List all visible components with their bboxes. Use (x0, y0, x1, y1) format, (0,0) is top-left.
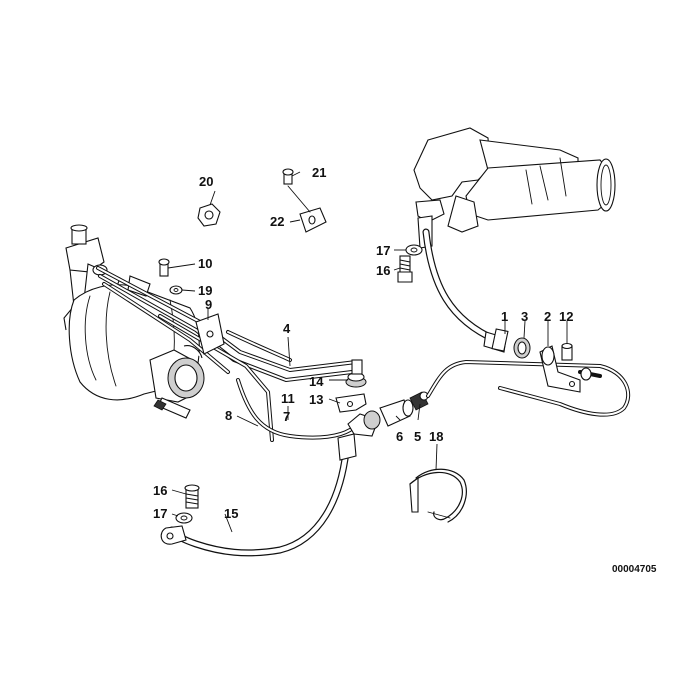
pipe-loop (426, 360, 630, 417)
callout-17-lower: 17 (153, 506, 167, 521)
bracket-2 (539, 345, 581, 393)
cable-tie-18 (409, 468, 467, 523)
washer-17-lower (175, 512, 193, 524)
callout-9: 9 (205, 297, 212, 312)
fitting-5 (409, 391, 429, 411)
banjo-bolt-16-lower (184, 484, 200, 509)
callout-17-upper: 17 (376, 243, 390, 258)
callout-22: 22 (270, 214, 284, 229)
callout-4: 4 (283, 321, 291, 336)
callout-15: 15 (224, 506, 238, 521)
hose-15 (160, 433, 357, 557)
bolt-12 (561, 342, 573, 361)
grommet-14 (345, 359, 367, 388)
grommet-3 (513, 337, 531, 359)
callout-16-lower: 16 (153, 483, 167, 498)
callout-10: 10 (198, 256, 212, 271)
callout-14: 14 (309, 374, 324, 389)
handlebar-assembly (413, 127, 616, 249)
callout-5: 5 (414, 429, 421, 444)
nut-20 (197, 203, 221, 227)
callout-6: 6 (396, 429, 403, 444)
callout-12: 12 (559, 309, 573, 324)
callout-1: 1 (501, 309, 508, 324)
callout-3: 3 (521, 309, 528, 324)
callout-11: 11 (281, 391, 295, 406)
callout-16-upper: 16 (376, 263, 390, 278)
screw-10 (158, 258, 170, 277)
clamp-22 (287, 185, 327, 233)
callout-19: 19 (198, 283, 212, 298)
callout-18: 18 (429, 429, 443, 444)
cable-bundle (96, 266, 358, 442)
callout-7: 7 (283, 409, 290, 424)
washer-19 (169, 285, 183, 295)
callout-20: 20 (199, 174, 213, 189)
callout-21: 21 (312, 165, 326, 180)
screw-21 (282, 168, 294, 185)
callouts: 20 21 22 10 19 9 4 14 13 11 8 7 17 16 1 … (153, 165, 573, 521)
banjo-bolt-16-upper (397, 255, 413, 283)
hose-upper (422, 228, 509, 353)
washer-17-upper (405, 244, 423, 256)
diagram-reference-id: 00004705 (612, 564, 657, 575)
bracket-13 (335, 393, 367, 413)
callout-13: 13 (309, 392, 323, 407)
pipe-7 (236, 378, 352, 440)
leader-lines (167, 171, 568, 533)
callout-2: 2 (544, 309, 551, 324)
fitting-6 (347, 399, 414, 437)
callout-8: 8 (225, 408, 232, 423)
